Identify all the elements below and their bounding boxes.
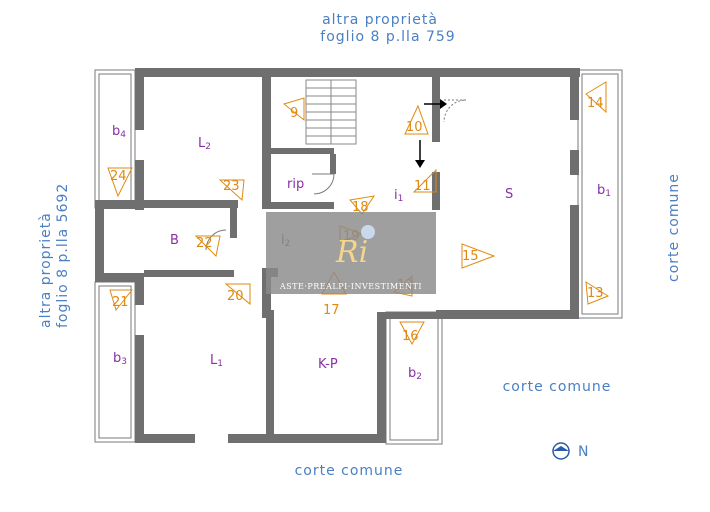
compass-north: N [552,442,589,460]
photo-point-21: 21 [109,289,134,312]
neighbor-left-line1: altra proprietà [38,212,54,328]
photo-point-9: 9 [282,97,305,122]
svg-text:15: 15 [462,249,479,264]
balcony-b3-inner [98,285,132,439]
neighbor-bottom-center: corte comune [295,463,404,479]
svg-text:23: 23 [223,179,240,194]
balcony-b4-inner [98,73,132,205]
room-b4-label: b4 [112,124,126,140]
svg-text:20: 20 [227,289,244,304]
svg-text:9: 9 [290,106,298,121]
room-b-label: B [170,233,179,248]
room-l1-label: L1 [210,353,223,369]
neighbor-left-line2: foglio 8 p.lla 5692 [55,183,71,328]
svg-text:10: 10 [406,120,423,135]
room-rip-label: rip [287,177,304,192]
photo-point-14: 14 [585,81,607,114]
watermark: Ri ASTE·PREALPI·INVESTIMENTI [266,212,436,294]
arrow-down-icon [415,140,425,168]
room-b2-label: b2 [408,366,422,382]
room-s-label: S [505,187,513,202]
room-l2-label: L2 [198,136,211,152]
door-arc-entry [443,99,467,123]
watermark-text: ASTE·PREALPI·INVESTIMENTI [279,282,422,291]
photo-point-15: 15 [461,243,496,269]
photo-point-11: 11 [412,168,437,194]
room-b1-label: b1 [597,183,611,199]
door-arc-rip [312,173,335,195]
walls [95,68,580,443]
photo-point-10: 10 [404,104,429,135]
room-i1-label: i1 [394,188,403,204]
svg-text:22: 22 [196,236,213,251]
photo-point-16: 16 [399,321,425,346]
room-b3-label: b3 [113,351,127,367]
neighbor-top-line2: foglio 8 p.lla 759 [320,29,455,45]
photo-point-23: 23 [218,179,245,202]
arrow-right-icon [424,99,447,109]
balcony-b1-outline [577,69,623,319]
svg-text:18: 18 [352,200,369,215]
photo-point-22: 22 [194,235,221,258]
svg-text:17: 17 [323,303,340,318]
staircase [305,79,357,145]
svg-text:11: 11 [414,179,431,194]
neighbor-right-vertical: corte comune [666,173,682,282]
svg-text:16: 16 [402,329,419,344]
photo-point-13: 13 [585,281,610,305]
photo-point-18: 18 [349,195,376,215]
photo-point-20: 20 [224,283,251,306]
compass-arrow-icon [553,446,569,451]
compass-label: N [578,444,589,460]
photo-point-24: 24 [107,167,133,198]
room-kp-label: K-P [318,357,338,372]
svg-text:14: 14 [587,96,604,111]
balcony-b1-inner [581,73,619,315]
watermark-logo: Ri [335,235,368,270]
neighbor-bottom-right: corte comune [503,379,612,395]
svg-text:24: 24 [110,169,127,184]
watermark-globe-icon [361,225,375,239]
svg-text:13: 13 [587,286,604,301]
svg-text:21: 21 [112,295,129,310]
neighbor-top-line1: altra proprietà [322,12,438,28]
